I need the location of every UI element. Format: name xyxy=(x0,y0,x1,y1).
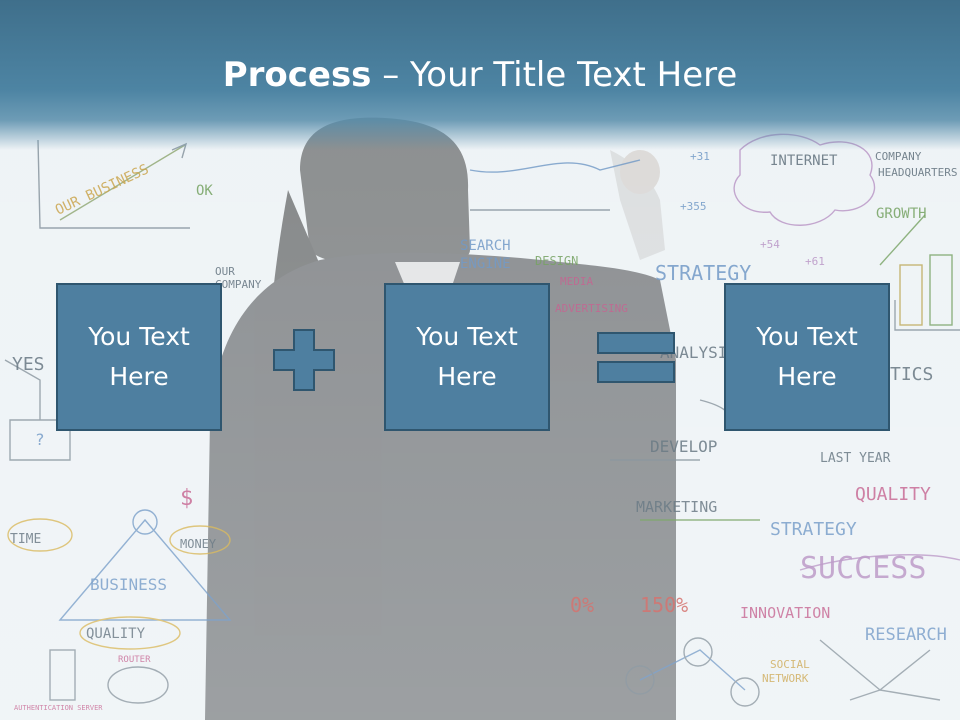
process-box-1[interactable]: You Text Here xyxy=(56,283,222,431)
svg-text:TICS: TICS xyxy=(890,364,933,385)
svg-text:NETWORK: NETWORK xyxy=(762,672,809,685)
process-box-2-line2: Here xyxy=(437,362,497,391)
svg-text:INNOVATION: INNOVATION xyxy=(740,604,830,622)
title-bar xyxy=(0,0,960,150)
process-box-1-line2: Here xyxy=(109,362,169,391)
svg-text:AUTHENTICATION SERVER: AUTHENTICATION SERVER xyxy=(14,704,103,712)
svg-text:ENGINE: ENGINE xyxy=(460,256,511,272)
svg-text:+355: +355 xyxy=(680,200,707,213)
process-box-1-text: You Text Here xyxy=(88,317,190,397)
svg-text:SEARCH: SEARCH xyxy=(460,238,511,254)
svg-text:SOCIAL: SOCIAL xyxy=(770,658,810,671)
svg-text:YES: YES xyxy=(12,354,45,375)
process-box-3-text: You Text Here xyxy=(756,317,858,397)
svg-text:QUALITY: QUALITY xyxy=(855,484,931,505)
process-box-2-text: You Text Here xyxy=(416,317,518,397)
svg-text:0%: 0% xyxy=(570,593,594,617)
svg-text:TIME: TIME xyxy=(10,532,41,547)
process-box-3[interactable]: You Text Here xyxy=(724,283,890,431)
svg-text:RESEARCH: RESEARCH xyxy=(865,625,947,645)
svg-text:$: $ xyxy=(180,486,193,511)
svg-text:COMPANY: COMPANY xyxy=(215,278,262,291)
svg-text:MONEY: MONEY xyxy=(180,537,217,551)
process-box-2-line1: You Text xyxy=(416,322,518,351)
svg-text:ROUTER: ROUTER xyxy=(118,655,151,665)
svg-text:COMPANY: COMPANY xyxy=(875,150,922,163)
process-box-3-line1: You Text xyxy=(756,322,858,351)
svg-text:ANALYSIS: ANALYSIS xyxy=(660,343,737,362)
svg-text:+61: +61 xyxy=(805,255,825,268)
svg-text:OK: OK xyxy=(196,183,213,199)
svg-text:DEVELOP: DEVELOP xyxy=(650,437,717,456)
svg-text:?: ? xyxy=(35,430,45,449)
plus-icon xyxy=(273,329,335,391)
svg-text:150%: 150% xyxy=(640,593,688,617)
svg-text:BUSINESS: BUSINESS xyxy=(90,575,167,594)
svg-text:OUR: OUR xyxy=(215,265,235,278)
svg-text:MARKETING: MARKETING xyxy=(636,498,717,516)
svg-text:STRATEGY: STRATEGY xyxy=(770,519,857,540)
svg-text:SUCCESS: SUCCESS xyxy=(800,551,926,586)
title-rest: – Your Title Text Here xyxy=(371,55,738,95)
slide-title[interactable]: Process – Your Title Text Here xyxy=(0,52,960,98)
svg-text:LAST YEAR: LAST YEAR xyxy=(820,451,891,466)
equals-icon xyxy=(597,332,675,383)
svg-text:GROWTH: GROWTH xyxy=(876,206,927,222)
svg-text:HEADQUARTERS: HEADQUARTERS xyxy=(878,166,957,179)
svg-text:ADVERTISING: ADVERTISING xyxy=(555,302,628,315)
process-box-1-line1: You Text xyxy=(88,322,190,351)
title-bold: Process xyxy=(222,55,372,95)
svg-text:MEDIA: MEDIA xyxy=(560,275,593,288)
svg-text:+31: +31 xyxy=(690,150,710,163)
process-box-2[interactable]: You Text Here xyxy=(384,283,550,431)
svg-text:DESIGN: DESIGN xyxy=(535,254,578,268)
svg-text:+54: +54 xyxy=(760,238,780,251)
svg-text:QUALITY: QUALITY xyxy=(86,626,146,642)
svg-text:INTERNET: INTERNET xyxy=(770,153,838,169)
svg-text:STRATEGY: STRATEGY xyxy=(655,261,751,285)
process-box-3-line2: Here xyxy=(777,362,837,391)
